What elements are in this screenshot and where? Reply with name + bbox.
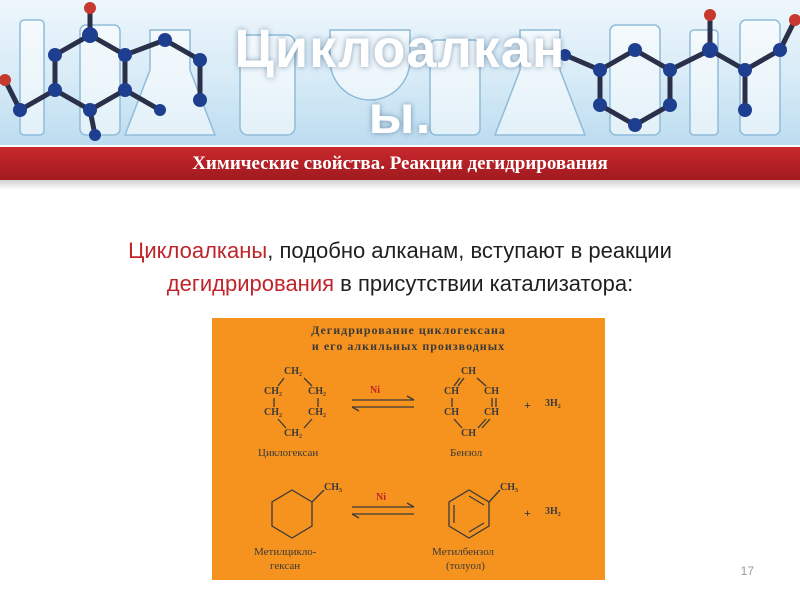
atoms-right — [559, 42, 787, 132]
ch-group: CH — [444, 386, 459, 397]
plus-sign: + — [524, 506, 531, 520]
header-banner: Циклоалкан ы. — [0, 0, 800, 145]
ch-group: CH — [484, 386, 499, 397]
figure-title-line1: Дегидрирование циклогексана — [311, 323, 506, 337]
bond — [476, 377, 487, 387]
hydrogen-product: 3H₂ — [545, 506, 561, 517]
page-number: 17 — [740, 564, 754, 578]
catalyst-label: Ni — [376, 492, 386, 503]
ch2-group: CH₂ — [284, 428, 302, 439]
forward-arrow-head — [406, 395, 415, 401]
subtitle-bar: Химические свойства. Реакции дегидрирова… — [0, 145, 800, 180]
bond — [303, 418, 313, 429]
ch2-group: CH₂ — [308, 386, 326, 397]
cyclohexane-label: Циклогексан — [258, 447, 319, 459]
slide-title-line1: Циклоалкан — [234, 19, 566, 79]
ch2-group: CH₂ — [264, 386, 282, 397]
figure-title-line2: и его алкильных производных — [311, 339, 506, 353]
ch2-group: CH₂ — [284, 366, 302, 377]
ch3-group: CH₃ — [324, 482, 342, 493]
benzene-label: Бензол — [450, 447, 483, 459]
catalyst-label: Ni — [370, 385, 380, 396]
reverse-arrow-head — [351, 406, 360, 412]
bond — [277, 377, 285, 387]
ch-group: CH — [461, 366, 476, 377]
reaction-schemes — [271, 377, 501, 539]
ch-group: CH — [484, 407, 499, 418]
bond — [453, 418, 463, 429]
slide-title-line2: ы. — [368, 85, 432, 145]
molecule-lab-background — [0, 2, 800, 141]
ch2-group: CH₂ — [264, 407, 282, 418]
body-text-line1-rest: , подобно алканам, вступают в реакции — [267, 238, 672, 263]
toluene-label-line2: (толуол) — [446, 560, 485, 572]
body-text-line1: Циклоалканы, подобно алканам, вступают в… — [28, 240, 772, 262]
body-text-line2-rest: в присутствии катализатора: — [334, 271, 634, 296]
plus-sign: + — [524, 398, 531, 412]
bond — [481, 418, 491, 429]
methylcyclohexane-label-line1: Метилцикло- — [254, 546, 317, 558]
aromatic-double-bond — [468, 522, 485, 533]
term-dehydrogenation: дегидрирования — [166, 271, 335, 296]
atoms-left — [13, 27, 207, 141]
atoms-right-red — [704, 9, 800, 26]
ch3-group: CH₃ — [500, 482, 518, 493]
bond — [477, 418, 487, 429]
reverse-arrow-head — [351, 513, 360, 519]
ch2-group: CH₂ — [308, 407, 326, 418]
methylcyclohexane-label-line2: гексан — [270, 560, 301, 572]
term-cycloalkanes: Циклоалканы — [128, 238, 268, 263]
body-text-line2: дегидрирования в присутствии катализатор… — [28, 273, 772, 295]
forward-arrow-head — [406, 502, 415, 508]
bond — [303, 377, 313, 387]
glassware-icon — [19, 19, 781, 136]
toluene-ring — [448, 489, 490, 539]
ch-group: CH — [461, 428, 476, 439]
bar-shadow — [0, 180, 800, 190]
bond — [277, 418, 287, 429]
methyl-bond — [311, 489, 325, 503]
reaction-figure: Дегидрирование циклогексана и его алкиль… — [212, 318, 605, 580]
ch-group: CH — [444, 407, 459, 418]
bond — [457, 377, 465, 387]
methylcyclohexane-ring — [271, 489, 313, 539]
hydrogen-product: 3H₂ — [545, 398, 561, 409]
methyl-bond — [488, 489, 501, 503]
bond — [453, 377, 461, 387]
atoms-left-red — [0, 2, 96, 86]
aromatic-double-bond — [468, 495, 485, 506]
toluene-label-line1: Метилбензол — [432, 546, 495, 558]
